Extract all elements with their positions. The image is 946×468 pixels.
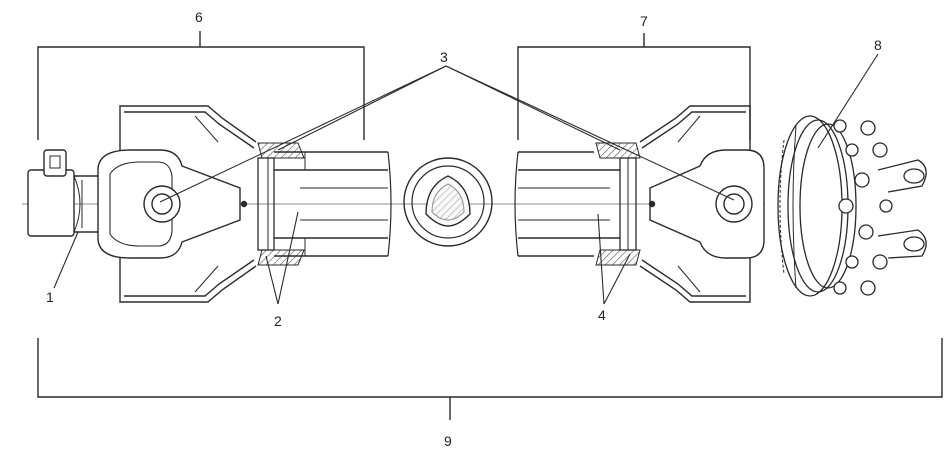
right-inner-tube [514,151,620,257]
bracket-7 [517,33,751,140]
label-1: 1 [46,289,54,305]
leader-lines [53,53,879,305]
label-3: 3 [440,49,448,65]
left-bearing-ring [257,142,305,266]
slip-clutch [777,115,927,297]
tube-cross-section [403,157,493,247]
right-guard-cone [639,105,751,303]
label-9: 9 [444,433,452,449]
label-4: 4 [598,307,606,323]
label-8: 8 [874,37,882,53]
left-outer-tube [274,151,392,257]
label-6: 6 [195,9,203,25]
bracket-9 [37,338,943,420]
right-bearing-ring [595,142,641,266]
left-yoke [97,149,248,259]
label-7: 7 [640,13,648,29]
right-yoke [648,149,765,259]
label-2: 2 [274,313,282,329]
bracket-6 [37,31,365,140]
clutch-bolts [833,119,893,296]
quick-release-collar [27,149,98,237]
